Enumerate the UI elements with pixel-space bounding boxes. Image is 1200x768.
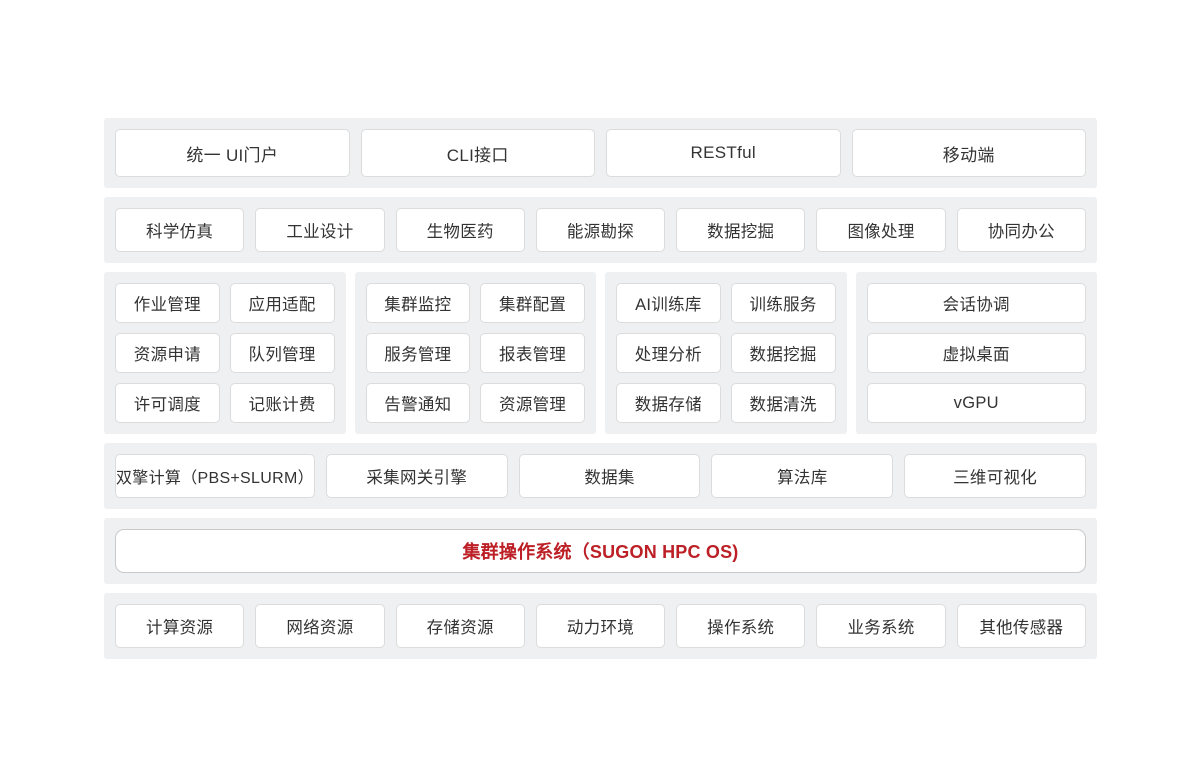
resource-box-storage[interactable]: 存储资源: [395, 604, 525, 648]
engine-layer-band: 双擎计算（PBS+SLURM） 采集网关引擎 数据集 算法库 三维可视化: [104, 443, 1097, 509]
group-box-license-scheduling[interactable]: 许可调度: [115, 383, 220, 423]
resource-box-operating-system[interactable]: 操作系统: [676, 604, 806, 648]
group-row: 会话协调: [866, 283, 1086, 323]
group-box-service-management[interactable]: 服务管理: [365, 333, 471, 373]
resource-box-compute[interactable]: 计算资源: [115, 604, 245, 648]
resource-layer-band: 计算资源 网络资源 存储资源 动力环境 操作系统 业务系统 其他传感器: [104, 593, 1097, 659]
application-box-image-processing[interactable]: 图像处理: [816, 208, 946, 252]
application-box-energy-exploration[interactable]: 能源勘探: [535, 208, 666, 252]
group-box-application-adaptation[interactable]: 应用适配: [229, 283, 335, 323]
group-row: 服务管理 报表管理: [365, 333, 585, 373]
application-box-simulation[interactable]: 科学仿真: [115, 208, 245, 252]
engine-box-3d-visualization[interactable]: 三维可视化: [904, 454, 1086, 498]
group-box-data-cleaning[interactable]: 数据清洗: [730, 383, 836, 423]
access-box-cli[interactable]: CLI接口: [360, 129, 595, 177]
group-box-data-mining[interactable]: 数据挖掘: [730, 333, 836, 373]
group-box-accounting-billing[interactable]: 记账计费: [229, 383, 335, 423]
access-box-ui-portal[interactable]: 统一 UI门户: [115, 129, 350, 177]
group-box-job-management[interactable]: 作业管理: [115, 283, 220, 323]
group-panel-job-management: 作业管理 应用适配 资源申请 队列管理 许可调度 记账计费: [104, 272, 346, 434]
group-box-report-management[interactable]: 报表管理: [480, 333, 585, 373]
group-row: 虚拟桌面: [866, 333, 1086, 373]
access-box-mobile[interactable]: 移动端: [851, 129, 1086, 177]
resource-box-other-sensors[interactable]: 其他传感器: [956, 604, 1086, 648]
application-box-collaborative-office[interactable]: 协同办公: [956, 208, 1086, 252]
group-row: 告警通知 资源管理: [365, 383, 585, 423]
group-box-ai-training-library[interactable]: AI训练库: [616, 283, 721, 323]
os-label: 集群操作系统（SUGON HPC OS): [462, 542, 739, 562]
application-box-data-mining[interactable]: 数据挖掘: [676, 208, 806, 252]
group-box-virtual-desktop[interactable]: 虚拟桌面: [866, 333, 1086, 373]
group-box-session-coordination[interactable]: 会话协调: [866, 283, 1086, 323]
application-layer-band: 科学仿真 工业设计 生物医药 能源勘探 数据挖掘 图像处理 协同办公: [104, 197, 1097, 263]
engine-box-dataset[interactable]: 数据集: [518, 454, 701, 498]
function-groups-layer-band: 作业管理 应用适配 资源申请 队列管理 许可调度 记账计费 集群监控 集群配置 …: [104, 272, 1097, 434]
engine-box-algorithm-library[interactable]: 算法库: [711, 454, 894, 498]
access-layer-band: 统一 UI门户 CLI接口 RESTful 移动端: [104, 118, 1097, 188]
group-row: 作业管理 应用适配: [115, 283, 335, 323]
group-panel-ai-data: AI训练库 训练服务 处理分析 数据挖掘 数据存储 数据清洗: [605, 272, 847, 434]
group-box-data-storage[interactable]: 数据存储: [616, 383, 721, 423]
group-row: 数据存储 数据清洗: [616, 383, 836, 423]
engine-box-dual-engine-computing[interactable]: 双擎计算（PBS+SLURM）: [115, 454, 315, 498]
group-row: AI训练库 训练服务: [616, 283, 836, 323]
group-box-alarm-notification[interactable]: 告警通知: [365, 383, 471, 423]
group-row: 资源申请 队列管理: [115, 333, 335, 373]
group-box-queue-management[interactable]: 队列管理: [229, 333, 335, 373]
access-box-restful[interactable]: RESTful: [606, 129, 841, 177]
group-row: 集群监控 集群配置: [365, 283, 585, 323]
group-row: vGPU: [866, 383, 1086, 423]
resource-box-network[interactable]: 网络资源: [255, 604, 385, 648]
architecture-diagram: 统一 UI门户 CLI接口 RESTful 移动端 科学仿真 工业设计 生物医药…: [104, 118, 1097, 668]
group-box-training-service[interactable]: 训练服务: [730, 283, 836, 323]
application-box-biomedicine[interactable]: 生物医药: [395, 208, 525, 252]
group-box-resource-management[interactable]: 资源管理: [480, 383, 585, 423]
group-box-cluster-configuration[interactable]: 集群配置: [480, 283, 585, 323]
engine-box-collection-gateway[interactable]: 采集网关引擎: [325, 454, 508, 498]
application-box-industrial-design[interactable]: 工业设计: [255, 208, 385, 252]
group-row: 处理分析 数据挖掘: [616, 333, 836, 373]
group-box-resource-request[interactable]: 资源申请: [115, 333, 220, 373]
os-layer-band: 集群操作系统（SUGON HPC OS): [104, 518, 1097, 584]
group-box-cluster-monitoring[interactable]: 集群监控: [365, 283, 471, 323]
group-panel-cluster-operation: 集群监控 集群配置 服务管理 报表管理 告警通知 资源管理: [354, 272, 596, 434]
group-box-processing-analysis[interactable]: 处理分析: [616, 333, 721, 373]
os-box-cluster-operating-system[interactable]: 集群操作系统（SUGON HPC OS): [115, 529, 1086, 573]
resource-box-power-environment[interactable]: 动力环境: [535, 604, 666, 648]
resource-box-business-system[interactable]: 业务系统: [816, 604, 946, 648]
group-panel-visualization: 会话协调 虚拟桌面 vGPU: [855, 272, 1097, 434]
group-row: 许可调度 记账计费: [115, 383, 335, 423]
group-box-vgpu[interactable]: vGPU: [866, 383, 1086, 423]
